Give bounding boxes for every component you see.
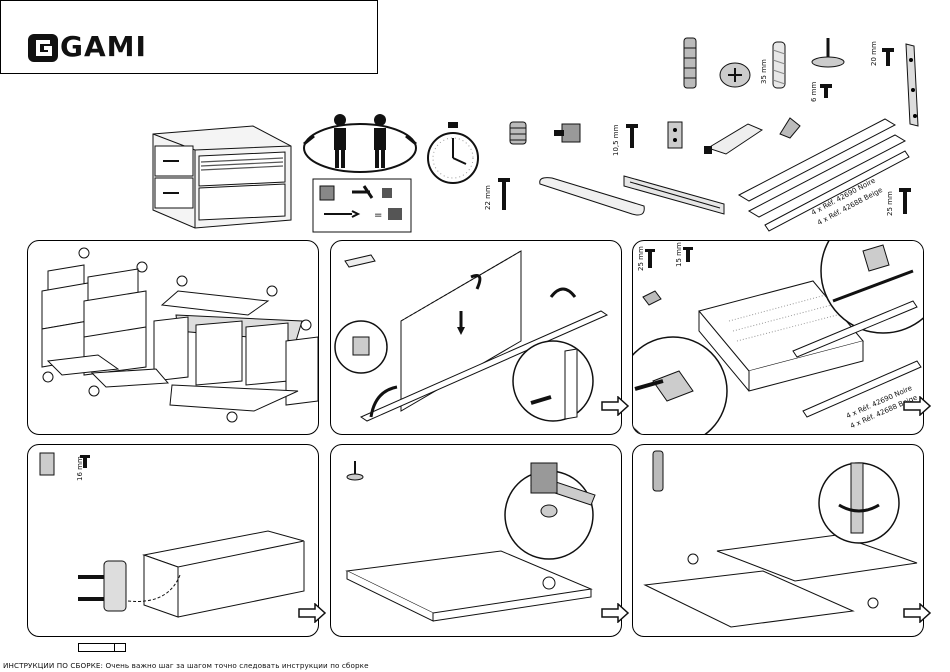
exploded-parts-diagram xyxy=(28,241,319,435)
next-step-arrow-icon xyxy=(600,603,630,623)
stopwatch-icon xyxy=(426,120,481,188)
screw25-length-label: 25 mm xyxy=(886,191,894,216)
next-step-arrow-icon xyxy=(902,396,932,416)
screw22-length-label: 22 mm xyxy=(484,185,492,210)
hinge-plate-icon xyxy=(664,120,686,152)
wood-dowel-icon xyxy=(770,40,788,90)
next-step-arrow-icon xyxy=(297,603,327,623)
step-panel-6 xyxy=(632,444,924,637)
sideboard-overview-illustration xyxy=(145,120,295,230)
step-panel-1 xyxy=(27,240,319,435)
glue-panel-assembly-diagram xyxy=(331,241,622,435)
cam-lock-icon xyxy=(718,60,752,90)
furniture-foot-icon xyxy=(808,36,848,72)
required-tools-icon: = xyxy=(312,178,412,233)
threaded-insert-icon xyxy=(506,118,530,146)
pin-screw-icon xyxy=(880,46,896,68)
brand-name: GAMI xyxy=(60,30,147,63)
next-step-arrow-icon xyxy=(600,396,630,416)
step-panel-4: 16 mm xyxy=(27,444,319,637)
step-panel-2 xyxy=(330,240,622,435)
assembly-notice-text: ИНСТРУКЦИИ ПО СБОРКЕ: Очень важно шаг за… xyxy=(3,661,369,670)
connector-bolt-icon xyxy=(552,118,588,150)
drawer-runner-icon xyxy=(620,170,730,220)
footer-bar xyxy=(78,643,126,652)
screw-25mm-icon xyxy=(898,186,912,216)
screw10-length-label: 10,5 mm xyxy=(612,125,620,156)
step3-screw-b-label: 15 mm xyxy=(675,242,683,267)
step4-screw-label: 16 mm xyxy=(76,456,84,481)
svg-text:=: = xyxy=(374,210,382,221)
drawer-bracket-fixing-diagram xyxy=(28,445,319,637)
screw-22mm-icon xyxy=(496,176,512,212)
two-person-assembly-icon xyxy=(300,108,420,176)
dowel-insertion-diagram xyxy=(633,445,924,637)
dowel-length-label: 35 mm xyxy=(760,59,768,84)
step-panel-5 xyxy=(330,444,622,637)
foot-hammering-diagram xyxy=(331,445,622,637)
dowel-icon xyxy=(680,34,700,92)
screw-6mm-icon xyxy=(818,82,834,100)
pin-length-label: 20 mm xyxy=(870,41,878,66)
step-panel-3: 25 mm 15 mm 4 x Réf. 42690 Noire 4 x Réf… xyxy=(632,240,924,435)
step3-screw-a-label: 25 mm xyxy=(637,246,645,271)
next-step-arrow-icon xyxy=(902,603,932,623)
screw-10mm-icon xyxy=(624,122,640,152)
screw6-length-label: 6 mm xyxy=(810,82,818,102)
